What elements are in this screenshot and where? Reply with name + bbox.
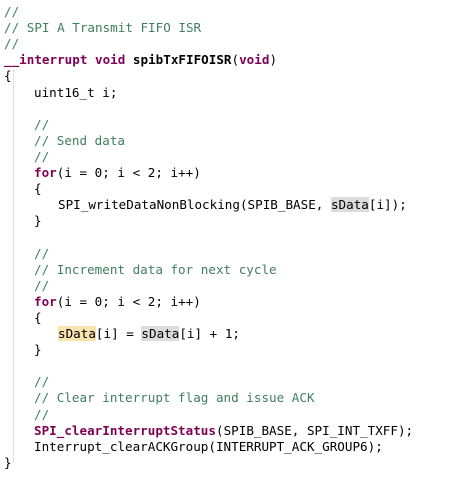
- code-token: for: [34, 293, 57, 309]
- code-token: // Increment data for next cycle: [34, 261, 277, 277]
- code-token: __interrupt: [4, 52, 95, 68]
- code-line[interactable]: {: [34, 181, 42, 197]
- code-line[interactable]: {: [34, 310, 42, 326]
- code-token: //: [34, 245, 50, 261]
- code-token: //: [34, 277, 50, 293]
- code-token: for: [34, 165, 57, 180]
- code-token: // SPI A Transmit FIFO ISR: [4, 20, 202, 36]
- code-token: (i = 0; i < 2; i++): [56, 293, 201, 309]
- code-token: [i]);: [368, 197, 407, 213]
- code-line[interactable]: }: [4, 455, 12, 471]
- code-line[interactable]: // Clear interrupt flag and issue ACK: [34, 390, 315, 406]
- code-token: (i = 0; i < 2; i++): [56, 165, 201, 180]
- code-token: {: [34, 309, 42, 325]
- code-token: void: [239, 52, 270, 68]
- code-line[interactable]: // Increment data for next cycle: [34, 262, 277, 278]
- code-token: // Clear interrupt flag and issue ACK: [34, 390, 315, 406]
- code-token: (: [231, 52, 240, 68]
- code-line[interactable]: for(i = 0; i < 2; i++): [34, 165, 201, 181]
- code-token: (SPIB_BASE, SPI_INT_TXFF);: [215, 422, 414, 438]
- code-token: }: [4, 454, 12, 470]
- indent-guide: [13, 70, 14, 462]
- code-line[interactable]: uint16_t i;: [34, 85, 117, 101]
- code-line[interactable]: // SPI A Transmit FIFO ISR: [4, 20, 201, 36]
- code-line[interactable]: //: [4, 36, 19, 52]
- code-line[interactable]: //: [34, 246, 49, 262]
- code-token: Interrupt_clearACKGroup(INTERRUPT_ACK_GR…: [34, 438, 383, 454]
- code-token: SPI_writeDataNonBlocking(SPIB_BASE,: [58, 197, 331, 213]
- code-token: // Send data: [34, 132, 125, 148]
- code-token: void: [95, 52, 133, 68]
- code-token: uint16_t i;: [34, 84, 118, 100]
- code-token: //: [4, 36, 20, 52]
- code-line[interactable]: // Send data: [34, 133, 125, 149]
- code-token: //: [34, 116, 50, 132]
- code-line[interactable]: __interrupt void spibTxFIFOISR(void): [4, 52, 277, 68]
- code-token: }: [34, 213, 42, 229]
- code-token: {: [34, 181, 42, 197]
- code-line[interactable]: SPI_clearInterruptStatus(SPIB_BASE, SPI_…: [34, 423, 413, 439]
- code-token: [i] + 1;: [179, 326, 241, 341]
- code-token: sData: [330, 197, 369, 213]
- code-line[interactable]: //: [34, 374, 49, 390]
- code-line[interactable]: sData[i] = sData[i] + 1;: [58, 326, 240, 342]
- code-token: {: [4, 68, 12, 84]
- code-line[interactable]: Interrupt_clearACKGroup(INTERRUPT_ACK_GR…: [34, 439, 383, 455]
- code-line[interactable]: {: [4, 68, 12, 84]
- code-token: spibTxFIFOISR: [132, 52, 232, 68]
- code-line[interactable]: //: [34, 149, 49, 165]
- code-line[interactable]: //: [4, 4, 19, 20]
- code-token: SPI_clearInterruptStatus: [34, 422, 216, 438]
- code-line[interactable]: SPI_writeDataNonBlocking(SPIB_BASE, sDat…: [58, 197, 407, 213]
- code-line[interactable]: //: [34, 407, 49, 423]
- code-token: //: [34, 148, 50, 164]
- code-token: ): [269, 52, 278, 68]
- code-token: //: [4, 4, 20, 19]
- code-line[interactable]: //: [34, 117, 49, 133]
- code-line[interactable]: //: [34, 278, 49, 294]
- code-line[interactable]: for(i = 0; i < 2; i++): [34, 294, 201, 310]
- code-token: //: [34, 406, 50, 422]
- code-token: }: [34, 342, 42, 358]
- code-token: sData: [58, 326, 96, 341]
- code-token: sData: [141, 326, 180, 341]
- code-token: //: [34, 374, 50, 390]
- code-token: [i] =: [95, 326, 142, 341]
- code-line[interactable]: }: [34, 342, 42, 358]
- code-line[interactable]: }: [34, 213, 42, 229]
